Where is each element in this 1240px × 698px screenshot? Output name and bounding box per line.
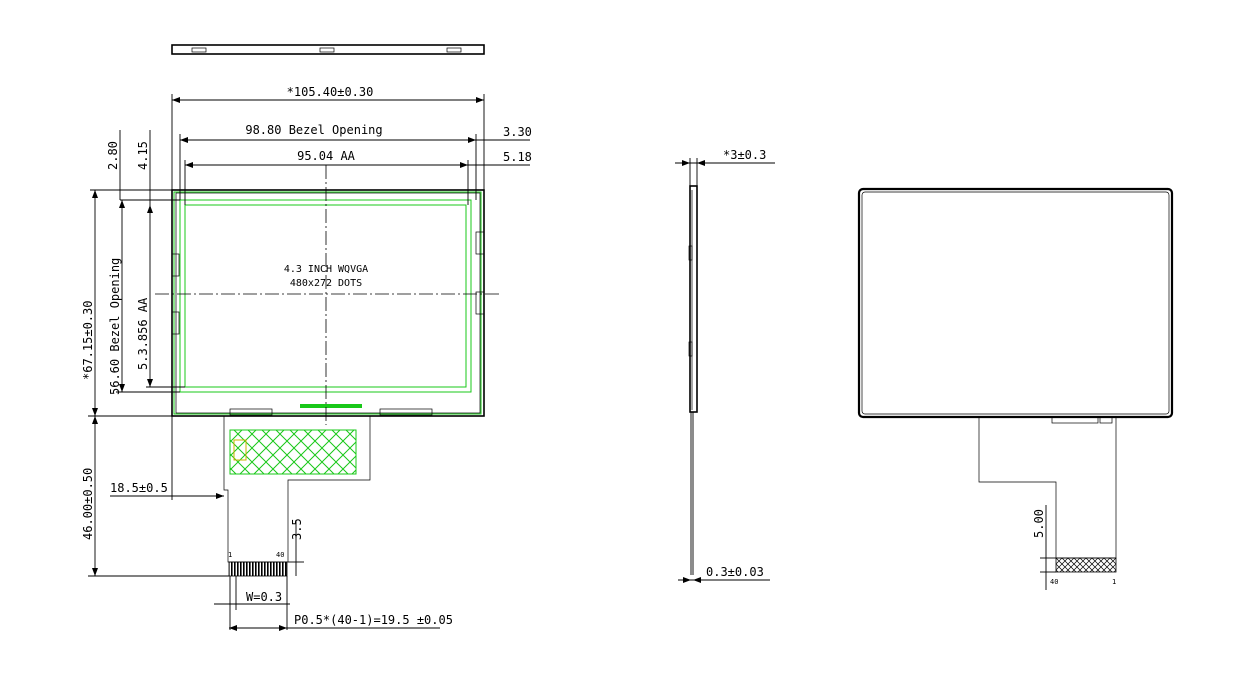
bezel-opening [179, 199, 472, 393]
dim-overall-width: *105.40±0.30 [287, 85, 374, 99]
dim-right-offset-1: 3.30 [503, 125, 532, 139]
fpc-pins [228, 561, 288, 577]
dim-pitch: P0.5*(40-1)=19.5 ±0.05 [294, 613, 453, 627]
back-view: 5.00 40 1 [857, 187, 1174, 590]
dim-fpc-offset: 18.5±0.5 [110, 481, 168, 495]
front-view: 4.3 INCH WQVGA 480x272 DOTS 1 40 *105.40… [81, 85, 532, 631]
side-profile [689, 185, 698, 413]
top-edge-view [171, 44, 485, 55]
display-name: 4.3 INCH WQVGA [284, 264, 368, 275]
dim-thickness: *3±0.3 [723, 148, 766, 162]
side-view: *3±0.3 0.3±0.03 [675, 148, 775, 583]
back-fpc [978, 417, 1117, 559]
fpc-stiffener [229, 429, 357, 475]
back-fpc-pins [1055, 557, 1117, 573]
fpc-pin-last: 40 [276, 551, 284, 559]
dim-tail: 5.00 [1032, 509, 1046, 538]
dim-right-offset-2: 5.18 [503, 150, 532, 164]
dim-fpc-length: 46.00±0.50 [81, 468, 95, 540]
dim-aa-height: 5.3.856 AA [136, 297, 150, 370]
dim-overall-height: *67.15±0.30 [81, 301, 95, 380]
dim-top-offset-2: 4.15 [136, 141, 150, 170]
dim-bezel-width: 98.80 Bezel Opening [245, 123, 382, 137]
dim-top-offset-1: 2.80 [106, 141, 120, 170]
display-dots: 480x272 DOTS [290, 278, 362, 289]
active-area [184, 204, 467, 388]
dim-aa-width: 95.04 AA [297, 149, 356, 163]
dim-pad-height: 3.5 [290, 518, 304, 540]
fpc-pin-first: 1 [228, 551, 232, 559]
dim-bezel-height: 56.60 Bezel Opening [108, 258, 122, 395]
module-outline [171, 189, 485, 417]
back-outline [857, 187, 1174, 419]
back-pin-last: 1 [1112, 578, 1116, 586]
dim-fpc-thickness: 0.3±0.03 [706, 565, 764, 579]
back-pin-first: 40 [1050, 578, 1058, 586]
dim-pad-width: W=0.3 [246, 590, 282, 604]
